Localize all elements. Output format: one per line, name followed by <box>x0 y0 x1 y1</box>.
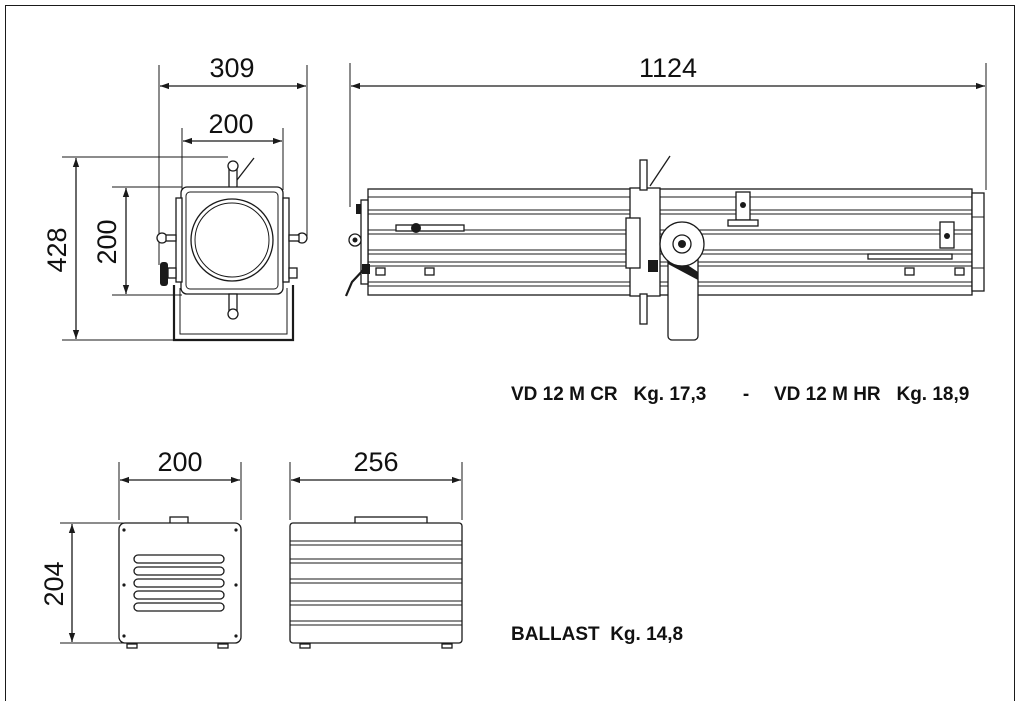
focus-slider <box>395 224 465 232</box>
dimension-label-200-front: 200 <box>208 109 253 139</box>
dimension-label-200-height: 200 <box>92 219 122 264</box>
lens <box>190 198 274 282</box>
dimension-label-428: 428 <box>42 227 72 272</box>
dimension-label-1124: 1124 <box>639 53 697 83</box>
caption-separator: - <box>743 384 749 405</box>
bottom-knob <box>227 308 239 320</box>
vent-slot <box>133 554 225 564</box>
vent-slot <box>133 602 225 612</box>
model-cr-caption: VD 12 M CR Kg. 17,3 <box>511 384 706 405</box>
dimension-label-309: 309 <box>209 53 254 83</box>
side-view: 1124 <box>344 53 987 341</box>
ballast-side-view: 256 <box>289 447 463 649</box>
dimension-label-204: 204 <box>39 561 69 606</box>
cable <box>344 266 367 297</box>
lock-handle <box>160 262 168 286</box>
front-view: 309 200 428 200 <box>42 53 308 342</box>
vent-slot <box>133 590 225 600</box>
ballast-caption: BALLAST Kg. 14,8 <box>511 624 683 645</box>
model-hr-caption: VD 12 M HR Kg. 18,9 <box>774 384 969 405</box>
vent-slot <box>133 578 225 588</box>
yoke <box>172 285 295 342</box>
ballast-front-view: 200 204 <box>39 447 242 649</box>
dimension-label-256: 256 <box>353 447 398 477</box>
vent-slot <box>133 566 225 576</box>
rear-cap <box>971 192 985 292</box>
page-frame <box>5 5 1015 701</box>
dimension-label-200-ballast: 200 <box>157 447 202 477</box>
